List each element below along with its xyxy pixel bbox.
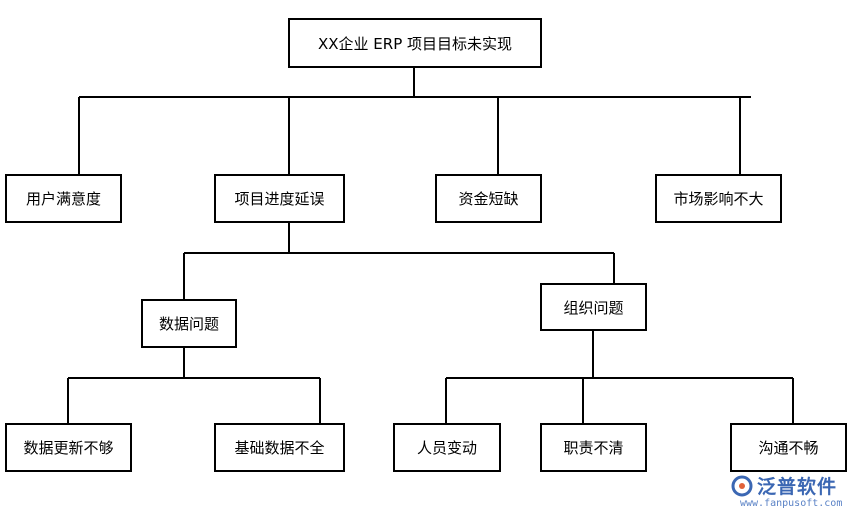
node-label: 项目进度延误 xyxy=(234,190,325,208)
watermark-logo-icon xyxy=(731,475,753,497)
node-label: 用户满意度 xyxy=(25,190,101,208)
node-label: 基础数据不全 xyxy=(234,439,325,457)
node-fund-shortage: 资金短缺 xyxy=(435,174,542,223)
node-label: 市场影响不大 xyxy=(673,190,764,208)
node-label: 职责不清 xyxy=(563,439,624,457)
node-market-impact: 市场影响不大 xyxy=(655,174,782,223)
node-basic-data: 基础数据不全 xyxy=(214,423,345,472)
node-label: 数据问题 xyxy=(158,315,219,333)
node-label: 沟通不畅 xyxy=(758,439,819,457)
node-unclear-duties: 职责不清 xyxy=(540,423,647,472)
root-node: XX企业 ERP 项目目标未实现 xyxy=(288,18,542,68)
node-label: 资金短缺 xyxy=(458,190,519,208)
node-data-problem: 数据问题 xyxy=(141,299,237,348)
node-poor-communication: 沟通不畅 xyxy=(730,423,847,472)
node-user-satisfaction: 用户满意度 xyxy=(5,174,122,223)
watermark-brand: 泛普软件 xyxy=(757,476,838,498)
node-staff-change: 人员变动 xyxy=(393,423,501,472)
node-org-problem: 组织问题 xyxy=(540,283,647,331)
node-data-update: 数据更新不够 xyxy=(5,423,132,472)
node-label: 人员变动 xyxy=(416,439,477,457)
watermark-url: www.fanpusoft.com xyxy=(740,498,843,509)
node-label: 组织问题 xyxy=(563,298,624,317)
node-schedule-delay: 项目进度延误 xyxy=(214,174,345,223)
node-label: 数据更新不够 xyxy=(23,439,114,457)
root-label: XX企业 ERP 项目目标未实现 xyxy=(317,34,513,53)
